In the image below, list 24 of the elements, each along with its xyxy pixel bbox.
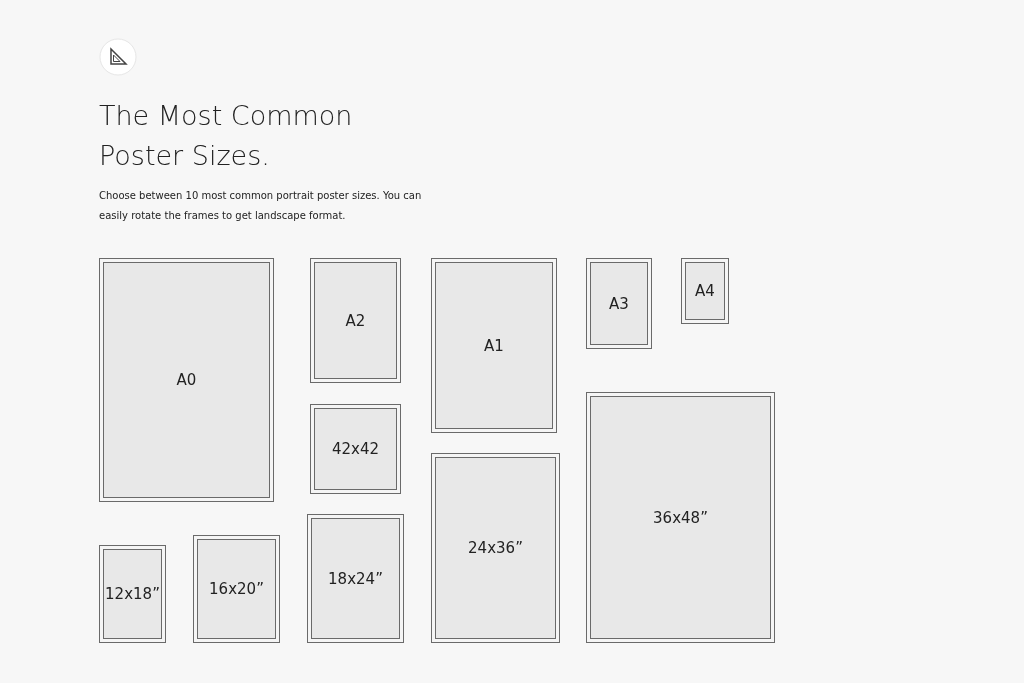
size-label: A4 xyxy=(695,282,715,300)
poster-frame xyxy=(586,258,652,349)
size-label: A1 xyxy=(484,336,504,355)
size-label: 42x42 xyxy=(331,440,380,458)
heading: The Most Common Poster Sizes. xyxy=(99,99,354,173)
size-label: 16x20” xyxy=(209,580,264,598)
poster-frame xyxy=(681,258,729,324)
poster-frame xyxy=(431,453,560,643)
poster-frame xyxy=(307,514,404,643)
size-label: A3 xyxy=(609,294,629,313)
poster-frame xyxy=(586,392,775,643)
poster-frame xyxy=(193,535,280,643)
size-label: 36x48” xyxy=(653,508,708,527)
poster-frame xyxy=(99,258,274,502)
size-label: 18x24” xyxy=(328,569,383,588)
poster-frame xyxy=(431,258,557,433)
description-text: Choose between 10 most common portrait poster sizes. You can easily rotate the frames to get landscape format. xyxy=(99,189,423,223)
poster-frame xyxy=(310,404,401,494)
size-label: 24x36” xyxy=(468,539,523,557)
poster-frame xyxy=(99,545,166,643)
poster-frame xyxy=(310,258,401,383)
size-label: A0 xyxy=(176,371,197,389)
size-label: 12x18” xyxy=(105,585,160,603)
size-label: A2 xyxy=(345,311,366,330)
